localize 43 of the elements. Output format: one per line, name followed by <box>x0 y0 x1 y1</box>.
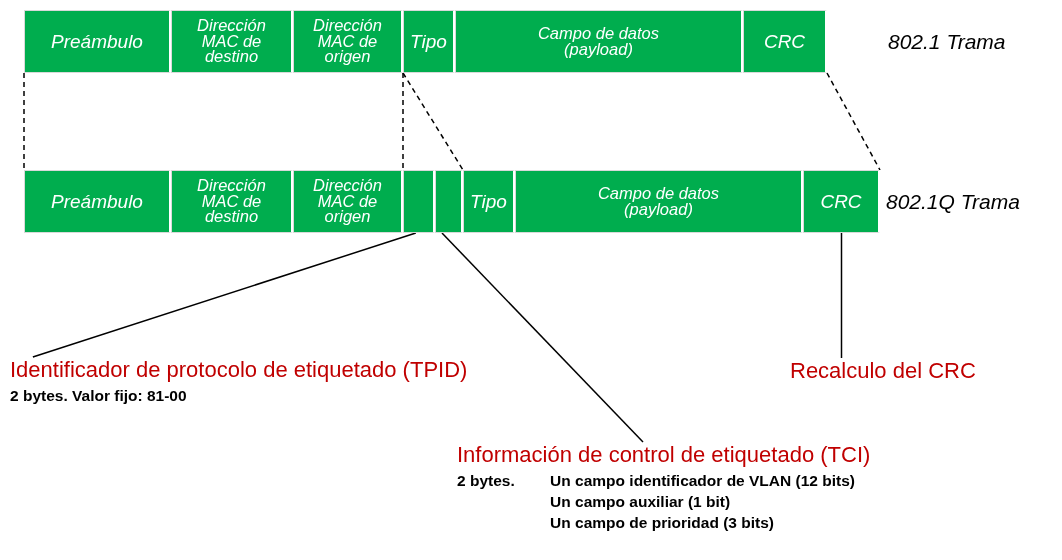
field-label: Dirección MAC de origen <box>312 18 383 65</box>
frame-field <box>171 170 293 233</box>
frame-field <box>293 10 403 73</box>
annotation-text: 2 bytes. Valor fijo: 81-00 <box>10 387 188 405</box>
dashed-connector <box>402 72 404 171</box>
frame-field <box>293 170 403 233</box>
annotation-text: Un campo auxiliar (1 bit) <box>550 493 732 511</box>
frame-field <box>743 10 827 73</box>
leader-line <box>32 232 417 358</box>
field-label: Preámbulo <box>51 193 143 210</box>
dashed-connector <box>23 72 25 171</box>
field-label: Campo de datos (payload) <box>536 26 661 57</box>
field-label: Preámbulo <box>51 33 143 50</box>
annotation-title: Identificador de protocolo de etiquetado (TPID) <box>10 357 468 383</box>
frame-field <box>403 10 455 73</box>
field-label: Tipo <box>410 33 447 50</box>
leader-line <box>441 232 644 443</box>
field-label: Dirección MAC de origen <box>312 178 383 225</box>
field-label: CRC <box>763 33 806 50</box>
frame-field <box>24 10 171 73</box>
field-label: Tipo <box>470 193 507 210</box>
frame-field <box>403 170 435 233</box>
frame-field <box>435 170 463 233</box>
dashed-connector <box>402 72 464 171</box>
leader-line <box>840 232 843 359</box>
frame-field <box>171 10 293 73</box>
field-label: Dirección MAC de destino <box>196 18 267 65</box>
field-label: Dirección MAC de destino <box>196 178 267 225</box>
annotation-text: Un campo de prioridad (3 bits) <box>550 514 775 532</box>
annotation-title: Información de control de etiquetado (TCI) <box>457 442 871 468</box>
frame-type-label: 802.1 Trama <box>888 30 1006 54</box>
frame-field <box>515 170 803 233</box>
annotation-text: Un campo identificador de VLAN (12 bits) <box>550 472 856 490</box>
annotation-title: Recalculo del CRC <box>790 358 976 384</box>
field-label: CRC <box>820 193 862 210</box>
frame-type-label: 802.1Q Trama <box>886 190 1020 214</box>
annotation-text: 2 bytes. <box>457 472 516 490</box>
frame-field <box>24 170 171 233</box>
frame-field <box>463 170 515 233</box>
frame-field <box>455 10 743 73</box>
field-label: Campo de datos (payload) <box>596 186 721 217</box>
dashed-connector <box>826 72 881 171</box>
frame-field <box>803 170 880 233</box>
